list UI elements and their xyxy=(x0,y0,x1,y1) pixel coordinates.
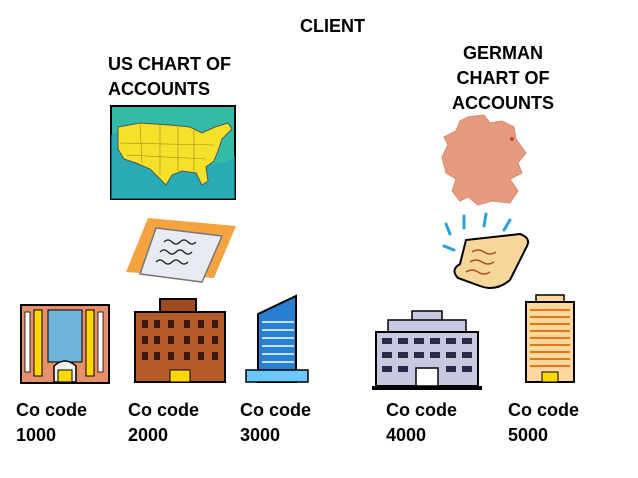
co-code-3000-label: Co code 3000 xyxy=(240,398,311,448)
german-chart-label-line2: CHART OF xyxy=(456,68,550,88)
co-code-label-line1: Co code xyxy=(16,400,88,420)
wide-office-building-icon xyxy=(372,310,482,390)
paper-document-icon xyxy=(126,218,236,283)
co-code-label-number: 1000 xyxy=(16,425,57,445)
germany-map-icon xyxy=(441,114,527,206)
glass-tower-icon xyxy=(245,294,309,383)
co-code-label-number: 2000 xyxy=(128,425,169,445)
co-code-label-line1: Co code xyxy=(240,400,312,420)
co-code-2000-label: Co code 2000 xyxy=(128,398,199,448)
us-chart-label-line2: ACCOUNTS xyxy=(108,79,210,99)
co-code-label-line1: Co code xyxy=(386,400,458,420)
brick-building-icon xyxy=(134,298,226,383)
co-code-label-line1: Co code xyxy=(508,400,580,420)
high-rise-building-icon xyxy=(525,294,575,383)
german-chart-label-line1: GERMAN xyxy=(463,43,543,63)
usa-map-icon xyxy=(110,105,236,200)
german-chart-label: GERMAN CHART OF ACCOUNTS xyxy=(440,41,566,116)
co-code-4000-label: Co code 4000 xyxy=(386,398,457,448)
co-code-label-number: 5000 xyxy=(508,425,549,445)
co-code-label-number: 3000 xyxy=(240,425,281,445)
client-title: CLIENT xyxy=(300,16,365,36)
german-chart-label-line3: ACCOUNTS xyxy=(452,93,554,113)
scroll-document-icon xyxy=(442,212,530,289)
co-code-label-line1: Co code xyxy=(128,400,200,420)
us-chart-label-line1: US CHART OF xyxy=(108,54,231,74)
co-code-label-number: 4000 xyxy=(386,425,427,445)
co-code-1000-label: Co code 1000 xyxy=(16,398,87,448)
co-code-5000-label: Co code 5000 xyxy=(508,398,579,448)
office-building-icon xyxy=(20,304,110,384)
us-chart-label: US CHART OF ACCOUNTS xyxy=(108,52,231,102)
